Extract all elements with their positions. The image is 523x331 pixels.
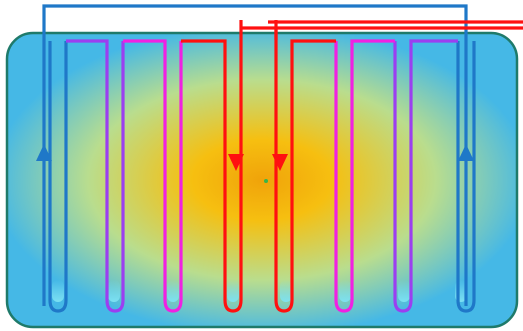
flow-arrows [36, 144, 474, 171]
tip-highlight [398, 280, 410, 302]
second-right-loop [393, 39, 458, 313]
tip-highlight [52, 280, 64, 302]
third-left-loop [123, 39, 183, 313]
tip-highlight [167, 280, 179, 302]
red-feed-line [241, 26, 523, 40]
inner-right-loop [274, 20, 336, 313]
outer-left-loop [48, 41, 68, 313]
tip-highlight [108, 280, 120, 302]
tip-highlight [227, 280, 239, 302]
up-arrow-icon [458, 144, 474, 161]
third-right-loop [334, 39, 395, 313]
center-dot [264, 179, 268, 183]
second-left-loop [66, 39, 125, 313]
down-arrow-icon [228, 154, 244, 171]
inner-left-loop [181, 20, 243, 313]
outer-right-loop [456, 41, 476, 313]
up-arrow-icon [36, 144, 52, 161]
down-arrow-icon [272, 154, 288, 171]
tip-highlight [339, 280, 351, 302]
tank-body [5, 31, 519, 329]
tip-highlight [280, 280, 292, 302]
